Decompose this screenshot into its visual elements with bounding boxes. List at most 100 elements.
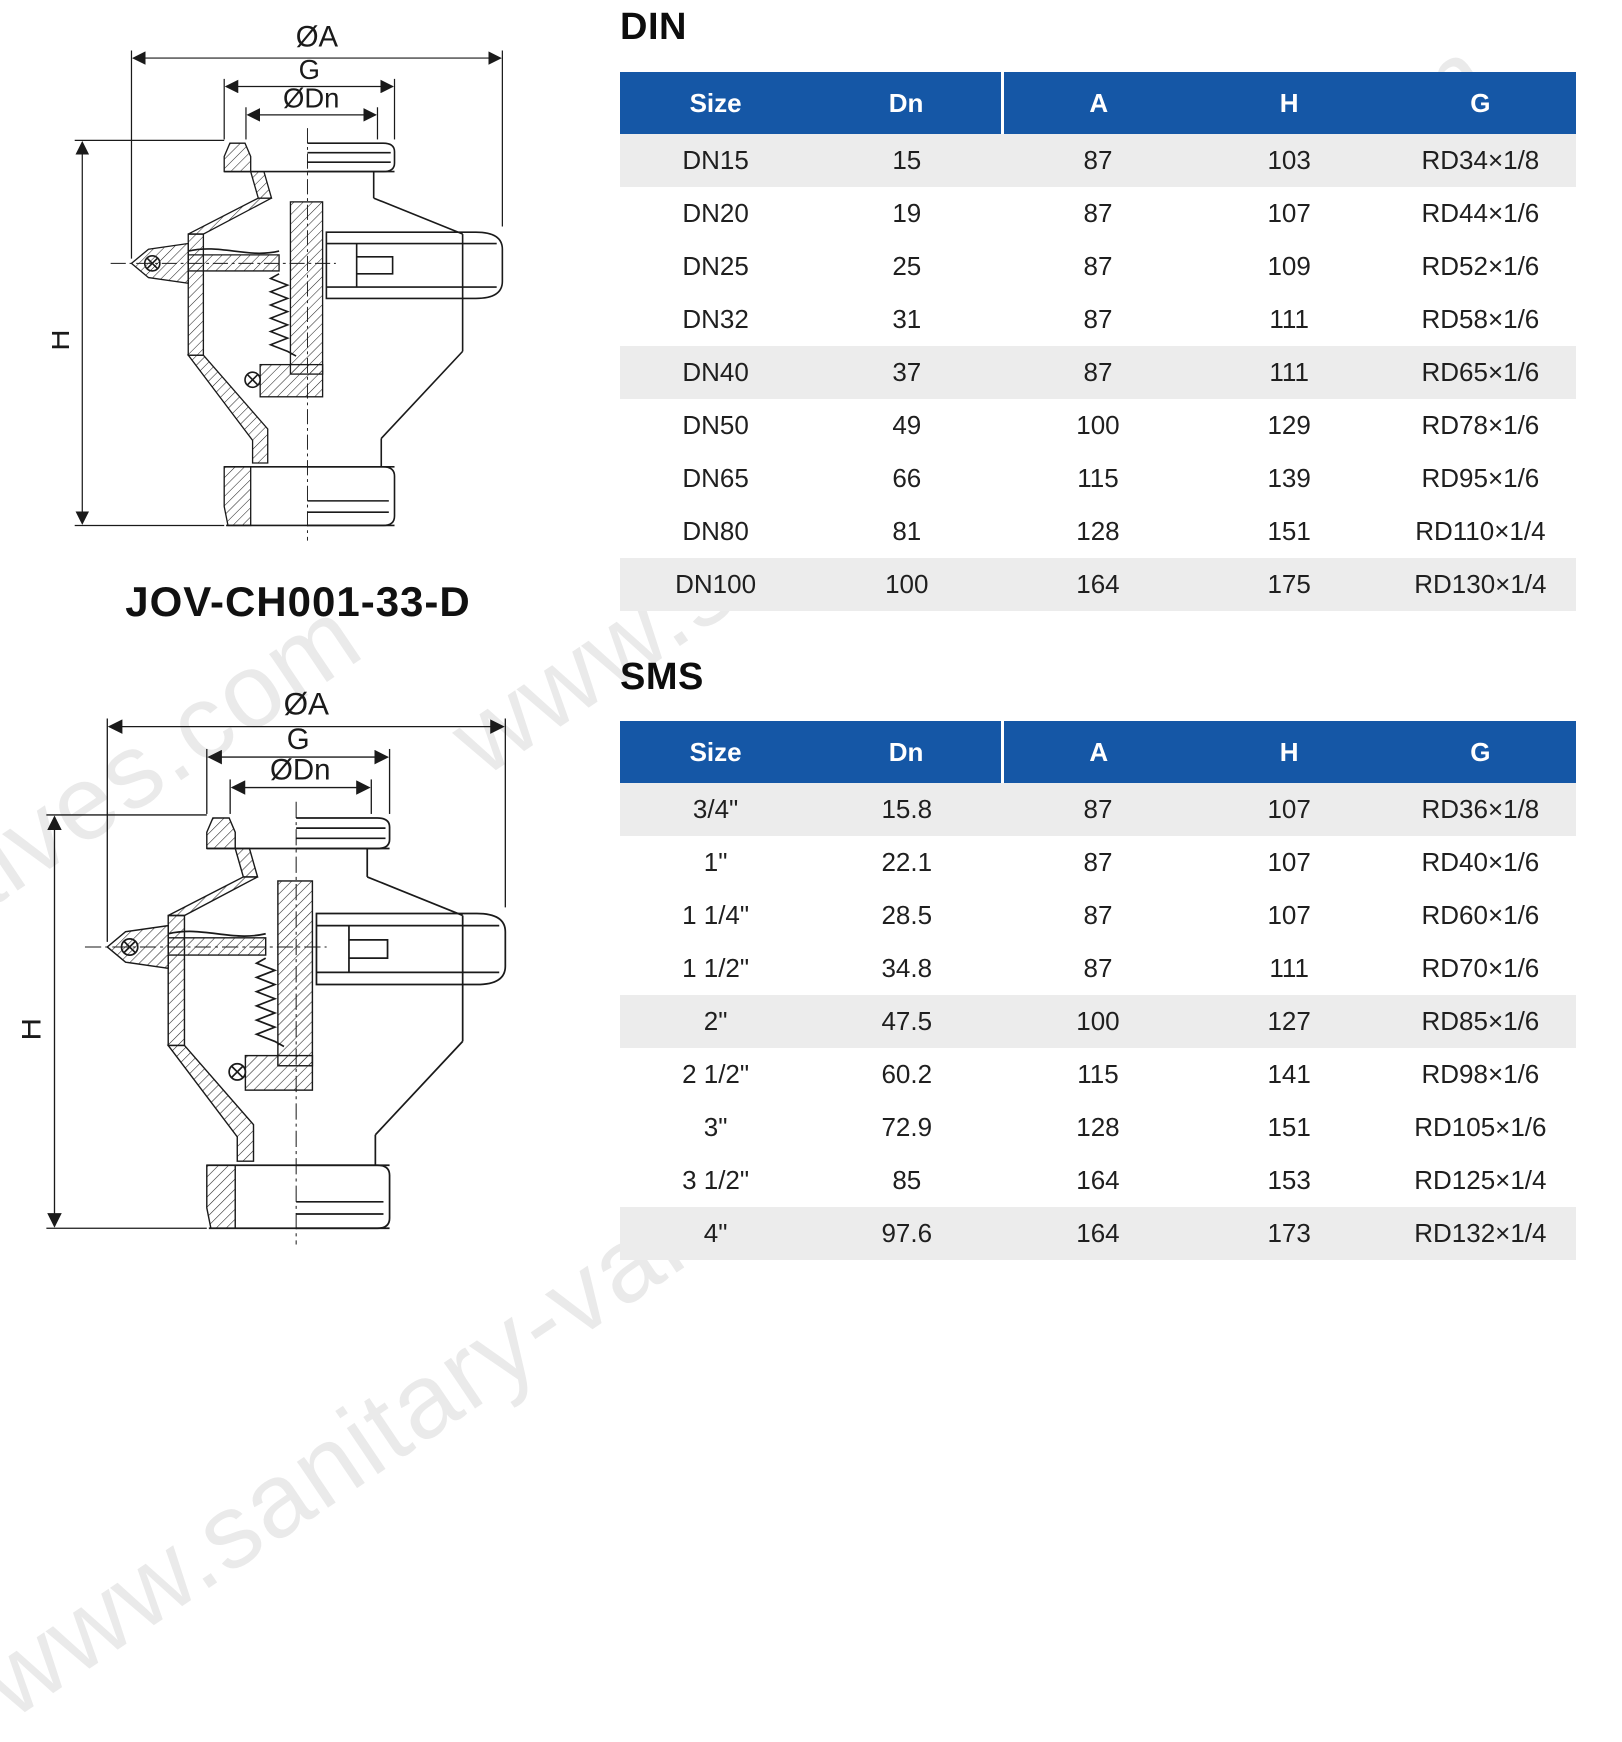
table-cell: 107 — [1193, 889, 1385, 942]
table-cell: 100 — [1002, 399, 1194, 452]
table-cell: 28.5 — [811, 889, 1003, 942]
table-cell: RD70×1/6 — [1384, 942, 1576, 995]
table-cell: 2" — [620, 995, 812, 1048]
table-cell: RD132×1/4 — [1384, 1207, 1576, 1260]
table-cell: RD95×1/6 — [1384, 452, 1576, 505]
table-cell: 127 — [1193, 995, 1385, 1048]
table-cell: 47.5 — [811, 995, 1003, 1048]
table-cell: 81 — [811, 505, 1003, 558]
table-cell: 151 — [1193, 1101, 1385, 1154]
table-cell: DN32 — [620, 293, 812, 346]
column-header-h: H — [1193, 72, 1385, 134]
table-cell: 87 — [1002, 346, 1194, 399]
column-header-size: Size — [620, 721, 812, 783]
column-header-size: Size — [620, 72, 812, 134]
sms-title: SMS — [620, 656, 704, 698]
table-cell: RD98×1/6 — [1384, 1048, 1576, 1101]
column-header-h: H — [1193, 721, 1385, 783]
table-cell: 87 — [1002, 187, 1194, 240]
table-cell: 109 — [1193, 240, 1385, 293]
model-number-label: JOV-CH001-33-D — [125, 578, 471, 625]
table-cell: 115 — [1002, 1048, 1194, 1101]
valve-section-drawing-bottom — [22, 688, 550, 1277]
table-cell: 72.9 — [811, 1101, 1003, 1154]
table-cell: 107 — [1193, 187, 1385, 240]
table-cell: 164 — [1002, 558, 1194, 611]
dimension-g: G — [223, 54, 396, 140]
table-cell: 1 1/2" — [620, 942, 812, 995]
table-cell: 87 — [1002, 293, 1194, 346]
table-cell: RD105×1/6 — [1384, 1101, 1576, 1154]
table-cell: RD125×1/4 — [1384, 1154, 1576, 1207]
table-cell: 3/4" — [620, 783, 812, 836]
table-cell: 3 1/2" — [620, 1154, 812, 1207]
table-cell: 115 — [1002, 452, 1194, 505]
column-header-a: A — [1000, 72, 1194, 134]
column-header-g: G — [1384, 721, 1576, 783]
table-cell: DN25 — [620, 240, 812, 293]
table-cell: 175 — [1193, 558, 1385, 611]
table-cell: DN20 — [620, 187, 812, 240]
column-header-a: A — [1000, 721, 1194, 783]
table-cell: 87 — [1002, 889, 1194, 942]
table-cell: 139 — [1193, 452, 1385, 505]
table-cell: 97.6 — [811, 1207, 1003, 1260]
dim-dn-label: ØDn — [283, 82, 339, 113]
table-cell: 3" — [620, 1101, 812, 1154]
table-cell: RD40×1/6 — [1384, 836, 1576, 889]
dimension-a: ØA — [130, 22, 503, 259]
table-cell: DN50 — [620, 399, 812, 452]
din-title: DIN — [620, 6, 687, 48]
table-cell: 19 — [811, 187, 1003, 240]
column-header-g: G — [1384, 72, 1576, 134]
table-cell: 1" — [620, 836, 812, 889]
table-cell: 164 — [1002, 1154, 1194, 1207]
table-cell: 129 — [1193, 399, 1385, 452]
table-cell: RD58×1/6 — [1384, 293, 1576, 346]
table-cell: 100 — [1002, 995, 1194, 1048]
table-cell: DN100 — [620, 558, 812, 611]
table-cell: RD52×1/6 — [1384, 240, 1576, 293]
table-cell: 173 — [1193, 1207, 1385, 1260]
table-cell: 128 — [1002, 505, 1194, 558]
valve-body — [130, 142, 504, 527]
table-cell: DN65 — [620, 452, 812, 505]
table-cell: 22.1 — [811, 836, 1003, 889]
table-cell: DN80 — [620, 505, 812, 558]
table-cell: RD85×1/6 — [1384, 995, 1576, 1048]
table-cell: 107 — [1193, 783, 1385, 836]
spring — [268, 273, 297, 357]
table-cell: 128 — [1002, 1101, 1194, 1154]
table-cell: 85 — [811, 1154, 1003, 1207]
dimension-dn: ØDn — [245, 82, 379, 140]
table-cell: 164 — [1002, 1207, 1194, 1260]
table-cell: RD60×1/6 — [1384, 889, 1576, 942]
table-cell: DN40 — [620, 346, 812, 399]
column-header-dn: Dn — [811, 72, 1003, 134]
dim-g-label: G — [299, 54, 320, 85]
table-cell: RD34×1/8 — [1384, 134, 1576, 187]
table-cell: 60.2 — [811, 1048, 1003, 1101]
table-cell: 87 — [1002, 942, 1194, 995]
table-cell: 25 — [811, 240, 1003, 293]
table-cell: 87 — [1002, 783, 1194, 836]
table-cell: 2 1/2" — [620, 1048, 812, 1101]
table-cell: 87 — [1002, 836, 1194, 889]
